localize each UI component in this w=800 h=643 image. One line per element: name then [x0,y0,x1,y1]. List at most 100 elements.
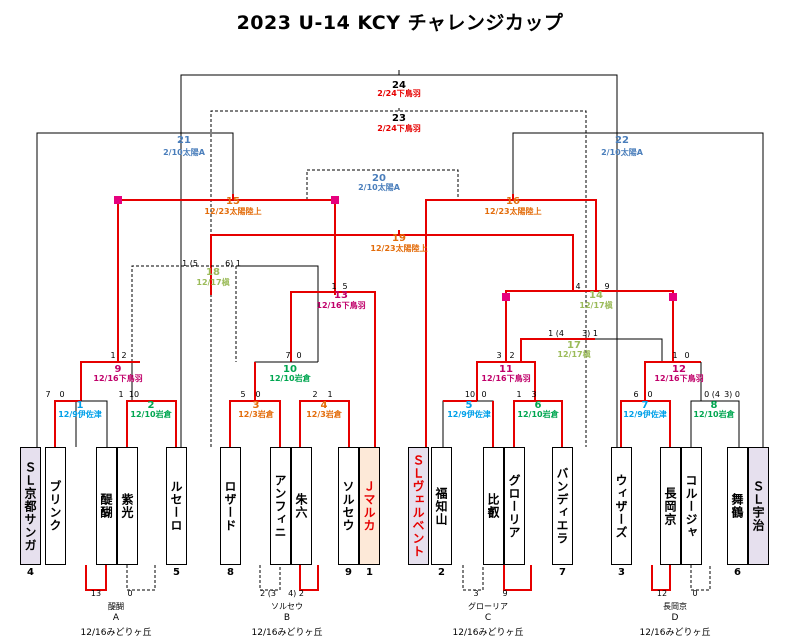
bracket-line [131,265,237,362]
bracket-line [425,199,597,447]
bracket-line [210,110,587,447]
score-label: 1 [118,390,123,399]
match-number: 20 [372,173,386,184]
match-number: 1 [77,400,84,411]
team-box: ＳＬ京都サンガ [20,447,41,565]
group-winner: グローリア [468,602,508,611]
score-label: 4) 2 [288,589,304,598]
team-seed: 8 [227,567,234,578]
bracket-line [462,565,484,591]
match-date: 12/16下鳥羽 [316,300,365,310]
bracket-line [512,132,764,447]
bracket-line [651,565,671,591]
bracket-line [236,265,319,362]
match-number: 15 [226,196,240,207]
match-date: 12/23太陽陸上 [204,206,261,216]
match-number: 7 [642,400,649,411]
match-number: 24 [392,80,406,91]
team-name: ＳＬ宇治 [751,480,765,532]
bracket-line [299,565,319,591]
team-name: グローリア [507,473,521,539]
team-name: 紫光 [120,493,134,519]
team-box: ＳＬ宇治 [748,447,769,565]
team-name: ＳＬ京都サンガ [23,460,37,552]
match-number: 11 [499,364,513,375]
bracket-line [503,565,532,591]
tournament-title: 2023 U-14 KCY チャレンジカップ [236,12,564,34]
team-name: 福知山 [434,486,448,526]
group-date: 12/16みどりヶ丘 [251,628,323,638]
match-number: 8 [711,400,718,411]
match-number: 18 [206,267,220,278]
bracket-line [126,565,156,591]
bracket-line [644,361,701,401]
match-date: 12/16下鳥羽 [654,373,703,383]
match-date: 12/10岩倉 [517,409,559,419]
team-box: 舞鶴 [727,447,748,565]
match-date: 2/24下鳥羽 [377,88,421,98]
score-label: 0 [127,589,132,598]
score-label: 1 [516,390,521,399]
team-name: ロザード [223,480,237,532]
team-box: 朱六 [291,447,312,565]
team-name: バンディエラ [555,467,569,545]
match-number: 16 [506,196,520,207]
team-name: 朱六 [294,493,308,519]
winner-marker [331,196,339,204]
score-label: 0 [255,390,260,399]
team-box: ルセーロ [166,447,187,565]
bracket-line [290,291,376,447]
score-label: 6 [633,390,638,399]
group-winner: 長岡京 [663,602,687,611]
score-label: 10 [465,390,475,399]
score-label: 3) 1 [582,329,598,338]
match-date: 12/17槇 [579,300,613,310]
team-box: 紫光 [117,447,138,565]
score-label: 3 [496,351,501,360]
team-name: ソルセウ [341,480,355,532]
team-box: ウィザーズ [611,447,632,565]
team-seed: 1 [366,567,373,578]
match-number: 23 [392,113,406,124]
team-name: 長岡京 [663,486,677,526]
group-date: 12/16みどりヶ丘 [452,628,524,638]
match-date: 2/10太陽A [358,182,401,192]
match-number: 5 [466,400,473,411]
match-date: 12/16下鳥羽 [481,373,530,383]
group-winner: 醍醐 [108,602,124,611]
team-name: 比叡 [486,493,500,519]
team-name: ＳＬヴェルベント [411,454,425,558]
team-name: ブリンク [48,480,62,532]
match-number: 9 [115,364,122,375]
match-date: 12/9伊佐津 [58,409,102,419]
group-letter: C [484,613,492,623]
group-letter: B [283,613,291,623]
match-number: 10 [283,364,297,375]
score-label: 0 [647,390,652,399]
bracket-line [210,234,574,295]
match-date: 12/9伊佐津 [447,409,491,419]
team-box: ロザード [220,447,241,565]
team-box: 長岡京 [660,447,681,565]
bracket-line [620,400,671,447]
team-box: アンフィニ [270,447,291,565]
match-date: 12/3岩倉 [306,409,343,419]
score-label: 5 [342,282,347,291]
team-box: ブリンク [45,447,66,565]
score-label: 1 [331,282,336,291]
team-seed: 6 [734,567,741,578]
team-name: Ｊマルカ [362,480,376,532]
match-number: 6 [535,400,542,411]
bracket-line [690,400,740,447]
team-box: バンディエラ [552,447,573,565]
match-number: 17 [567,340,581,351]
team-name: アンフィニ [273,473,287,539]
group-date: 12/16みどりヶ丘 [80,628,152,638]
score-label: 0 [481,390,486,399]
score-label: 12 [657,589,667,598]
match-date: 2/24下鳥羽 [377,123,421,133]
score-label: 1 [327,390,332,399]
bracket-line [513,400,563,447]
score-label: 10 [129,390,139,399]
